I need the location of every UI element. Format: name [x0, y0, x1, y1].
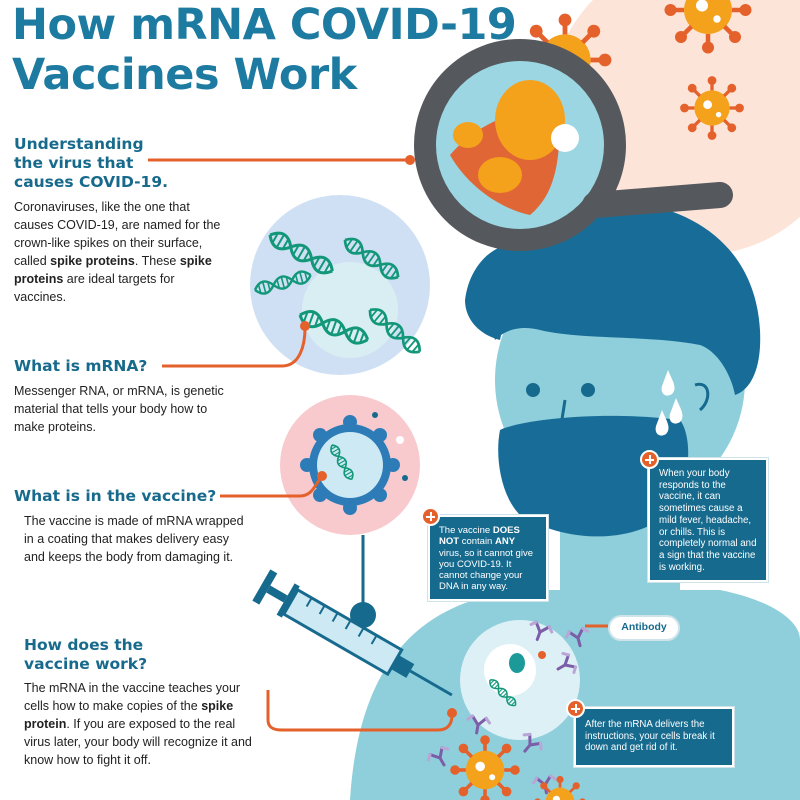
section-heading-mrna: What is mRNA? [14, 357, 148, 375]
section-body-work: The mRNA in the vaccine teaches your cel… [24, 679, 256, 769]
callout-text: contain [459, 536, 495, 548]
callout-no-virus: The vaccine DOES NOT contain ANY virus, … [428, 515, 548, 601]
plus-icon [421, 507, 440, 526]
section-how-vaccine-works: How does the vaccine work? The mRNA in t… [24, 636, 256, 769]
callout-bold: ANY [494, 536, 516, 548]
section-understanding-virus: Understanding the virus that causes COVI… [14, 135, 229, 306]
heading-line: the virus that [14, 154, 134, 172]
heading-line: causes COVID-19. [14, 173, 168, 191]
page-title-line-1: How mRNA COVID-19 [12, 0, 517, 50]
body-text: . If you are exposed to the real virus l… [24, 717, 252, 767]
section-body-virus: Coronaviruses, like the one that causes … [14, 198, 229, 306]
callout-side-effects: When your body responds to the vaccine, … [648, 458, 768, 582]
page-title-line-2: Vaccines Work [12, 50, 357, 100]
heading-line: How does the [24, 636, 144, 654]
heading-line: Understanding [14, 135, 144, 153]
plus-icon [640, 450, 659, 469]
body-text: The mRNA in the vaccine teaches your cel… [24, 681, 241, 713]
section-body-mrna: Messenger RNA, or mRNA, is genetic mater… [14, 384, 224, 434]
section-what-is-in-vaccine: What is in the vaccine? The vaccine is m… [14, 487, 244, 566]
body-text: are ideal targets for vaccines. [14, 272, 175, 304]
callout-text: virus, so it cannot give you COVID-19. I… [439, 547, 533, 593]
body-text: Coronaviruses, like the one that causes … [14, 200, 221, 268]
bold-term: spike proteins [50, 254, 135, 268]
bold-term: spike proteins [14, 254, 212, 286]
section-heading-work: How does the vaccine work? [24, 636, 256, 674]
callout-text: The vaccine [439, 525, 493, 536]
callout-mrna-breakdown: After the mRNA delivers the instructions… [574, 707, 734, 767]
body-text: . These [134, 254, 180, 268]
section-what-is-mrna: What is mRNA? Messenger RNA, or mRNA, is… [14, 357, 229, 436]
page-title: How mRNA COVID-19 Vaccines Work [12, 0, 572, 100]
plus-icon [566, 699, 585, 718]
section-body-vaccine: The vaccine is made of mRNA wrapped in a… [24, 514, 244, 564]
antibody-label: Antibody [608, 615, 680, 641]
bold-term: spike protein [24, 699, 234, 731]
heading-line: vaccine work? [24, 655, 148, 673]
section-heading-virus: Understanding the virus that causes COVI… [14, 135, 229, 192]
callout-bold: DOES NOT [439, 525, 520, 548]
section-heading-vaccine: What is in the vaccine? [14, 487, 217, 505]
